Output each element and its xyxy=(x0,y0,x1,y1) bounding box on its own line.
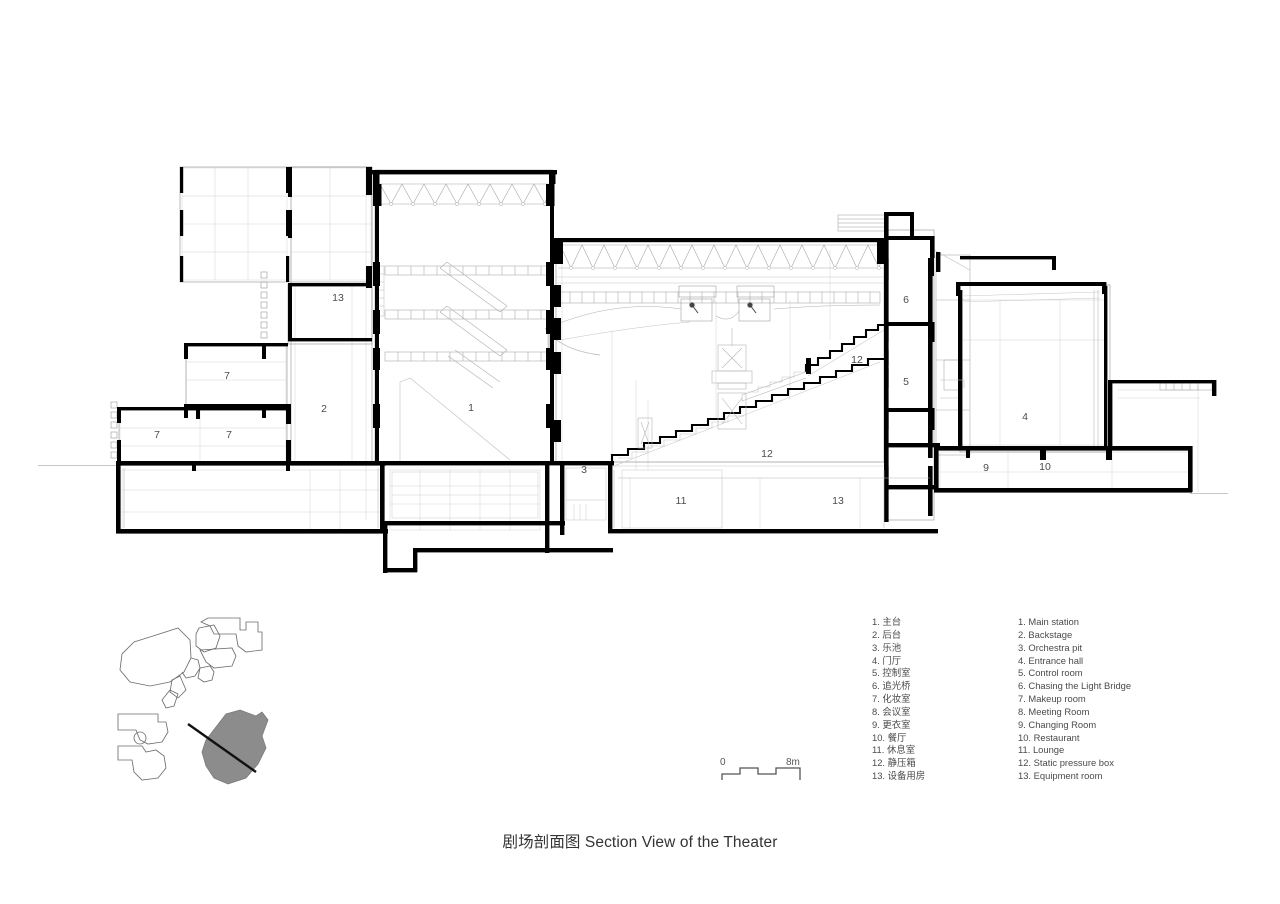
legend-item: 4. Entrance hall xyxy=(1018,654,1084,666)
legend-item: 13. Equipment room xyxy=(1018,770,1103,782)
seating-rake-balcony xyxy=(741,323,886,402)
legend-item: 1. Main station xyxy=(1018,616,1079,627)
seating-rake-main xyxy=(610,357,884,467)
legend-item: 7. 化妆室 xyxy=(872,693,911,705)
room-label-13: 13 xyxy=(332,292,344,304)
fly-tower-grids xyxy=(377,261,548,462)
legend-item: 12. 静压箱 xyxy=(872,757,916,769)
room-label-7: 7 xyxy=(226,429,232,441)
scale-bar xyxy=(721,767,801,780)
room-label-5: 5 xyxy=(903,376,909,388)
drawing-title: 剧场剖面图 Section View of the Theater xyxy=(502,834,778,851)
keyplan-highlight xyxy=(201,709,269,785)
room-label-13: 13 xyxy=(832,495,844,507)
legend-item: 6. 追光桥 xyxy=(872,680,911,692)
scale-start-label: 0 xyxy=(720,757,726,768)
legend-item: 8. Meeting Room xyxy=(1018,705,1090,717)
legend-item: 5. 控制室 xyxy=(872,667,911,679)
room-label-7: 7 xyxy=(154,429,160,441)
room-label-7: 7 xyxy=(224,370,230,382)
legend-item: 10. 餐厅 xyxy=(872,731,907,743)
structure-poche xyxy=(116,167,1217,573)
legend-item: 3. Orchestra pit xyxy=(1018,641,1083,653)
room-label-12: 12 xyxy=(851,354,863,366)
legend-item: 3. 乐池 xyxy=(872,641,902,653)
seating-rake-profile-light xyxy=(618,415,744,459)
legend-item: 2. Backstage xyxy=(1018,628,1073,640)
lighting-position xyxy=(678,285,775,322)
room-label-1: 1 xyxy=(468,402,474,414)
auditorium-catwalk xyxy=(557,285,881,341)
room-label-3: 3 xyxy=(581,464,587,476)
room-label-4: 4 xyxy=(1022,411,1028,423)
fly-tower-truss xyxy=(379,183,551,206)
secondary-detail xyxy=(123,290,1101,529)
room-label-2: 2 xyxy=(321,403,327,415)
auditorium-roof-truss xyxy=(556,244,885,284)
legend-item: 9. 更衣室 xyxy=(872,718,911,730)
legend-item: 13. 设备用房 xyxy=(872,770,926,782)
legend-item: 6. Chasing the Light Bridge xyxy=(1018,680,1132,692)
legend-item: 5. Control room xyxy=(1018,667,1083,679)
legend-item: 10. Restaurant xyxy=(1018,731,1080,743)
room-label-11: 11 xyxy=(676,495,687,507)
room-label-9: 9 xyxy=(983,462,989,474)
legend-item: 12. Static pressure box xyxy=(1018,757,1114,769)
legend-item: 7. Makeup room xyxy=(1018,693,1086,705)
fly-tower-stair xyxy=(439,261,508,389)
room-label-6: 6 xyxy=(903,294,909,306)
legend-item: 9. Changing Room xyxy=(1018,718,1097,730)
scale-end-label: 8m xyxy=(786,757,800,768)
room-label-10: 10 xyxy=(1039,461,1051,473)
background-linework xyxy=(119,167,1200,531)
legend-item: 8. 会议室 xyxy=(872,705,911,717)
ground-line xyxy=(38,465,1228,494)
right-tower-detail xyxy=(933,249,971,456)
site-key-plan xyxy=(117,617,269,785)
legend-item: 11. 休息室 xyxy=(872,744,916,756)
room-label-12: 12 xyxy=(761,448,773,460)
legend-item: 11. Lounge xyxy=(1018,744,1065,756)
legend-item: 2. 后台 xyxy=(872,628,902,640)
section-cut-line xyxy=(187,723,257,773)
legend-item: 4. 门厅 xyxy=(872,654,902,666)
house-ducts xyxy=(637,328,753,449)
legend-item: 1. 主台 xyxy=(872,616,902,627)
